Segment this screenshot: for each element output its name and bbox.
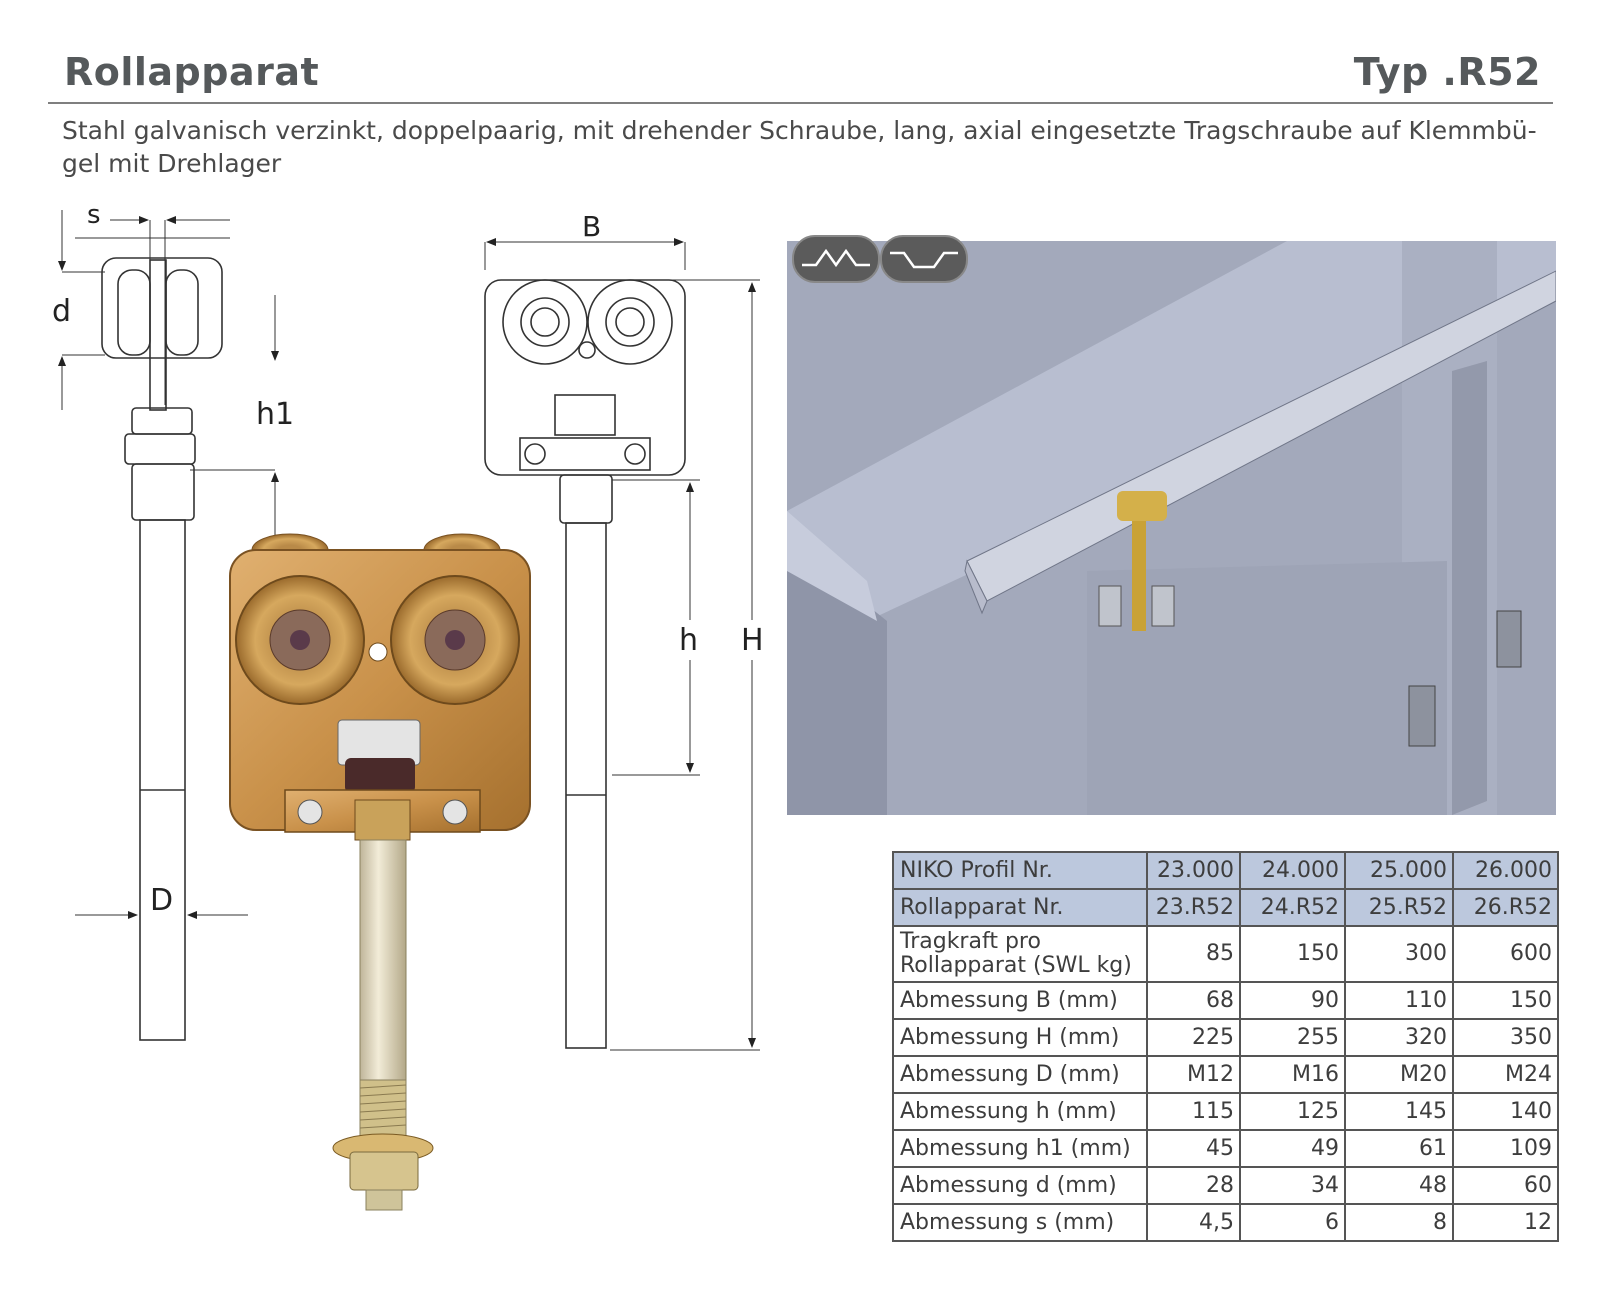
- row-label-line: Rollapparat (SWL kg): [900, 953, 1132, 978]
- table-cell: 24.R52: [1239, 888, 1346, 927]
- description-line-2: gel mit Drehlager: [62, 149, 282, 178]
- table-cell: 350: [1452, 1018, 1559, 1057]
- profile-shape-a-icon: [792, 235, 880, 283]
- dimension-label-h1: h1: [256, 397, 294, 432]
- table-cell: 23.R52: [1146, 888, 1241, 927]
- header: Rollapparat Typ .R52: [48, 40, 1553, 104]
- table-cell: 320: [1344, 1018, 1454, 1057]
- table-cell: 25.000: [1344, 851, 1454, 890]
- row-label: NIKO Profil Nr.: [892, 851, 1148, 890]
- table-cell: 115: [1146, 1092, 1241, 1131]
- profile-icons: [792, 235, 968, 283]
- table-cell: 23.000: [1146, 851, 1241, 890]
- table-cell: 110: [1344, 981, 1454, 1020]
- table-cell: 26.000: [1452, 851, 1559, 890]
- table-cell: 150: [1452, 981, 1559, 1020]
- table-cell: M20: [1344, 1055, 1454, 1094]
- dimension-label-H: H: [741, 623, 764, 658]
- table-cell: 49: [1239, 1129, 1346, 1168]
- dimension-label-B: B: [582, 210, 601, 243]
- table-cell: M16: [1239, 1055, 1346, 1094]
- table-cell: 12: [1452, 1203, 1559, 1242]
- description: Stahl galvanisch verzinkt, doppelpaarig,…: [62, 114, 1552, 180]
- table-cell: 255: [1239, 1018, 1346, 1057]
- table-cell: 61: [1344, 1129, 1454, 1168]
- table-cell: 4,5: [1146, 1203, 1241, 1242]
- technical-drawings: s d h1 D B h H: [52, 200, 764, 1211]
- dimension-label-s: s: [87, 200, 101, 230]
- table-cell: 109: [1452, 1129, 1559, 1168]
- table-cell: 145: [1344, 1092, 1454, 1131]
- table-cell: 150: [1239, 925, 1346, 983]
- table-cell: 140: [1452, 1092, 1559, 1131]
- table-cell: 300: [1344, 925, 1454, 983]
- table-cell: 125: [1239, 1092, 1346, 1131]
- table-cell: 24.000: [1239, 851, 1346, 890]
- table-cell: 85: [1146, 925, 1241, 983]
- table-cell: M12: [1146, 1055, 1241, 1094]
- product-photo: [229, 533, 531, 1211]
- row-label: Abmessung H (mm): [892, 1018, 1148, 1057]
- table-cell: 225: [1146, 1018, 1241, 1057]
- installation-illustration: [787, 241, 1556, 815]
- table-cell: 90: [1239, 981, 1346, 1020]
- row-label: Rollapparat Nr.: [892, 888, 1148, 927]
- dimension-label-D: D: [150, 883, 173, 918]
- row-label: Abmessung s (mm): [892, 1203, 1148, 1242]
- page-title: Rollapparat: [64, 50, 320, 94]
- table-cell: 8: [1344, 1203, 1454, 1242]
- dimension-label-d: d: [52, 294, 71, 329]
- table-cell: 26.R52: [1452, 888, 1559, 927]
- front-view-drawing: [484, 238, 760, 1051]
- dimension-label-h: h: [679, 623, 698, 658]
- table-cell: 600: [1452, 925, 1559, 983]
- table-cell: 48: [1344, 1166, 1454, 1205]
- description-line-1: Stahl galvanisch verzinkt, doppelpaarig,…: [62, 116, 1537, 145]
- row-label: Abmessung B (mm): [892, 981, 1148, 1020]
- row-label: Abmessung d (mm): [892, 1166, 1148, 1205]
- row-label: Abmessung D (mm): [892, 1055, 1148, 1094]
- profile-shape-b-icon: [880, 235, 968, 283]
- table-cell: 6: [1239, 1203, 1346, 1242]
- table-cell: 34: [1239, 1166, 1346, 1205]
- table-cell: 28: [1146, 1166, 1241, 1205]
- table-cell: 68: [1146, 981, 1241, 1020]
- row-label-line: Tragkraft pro: [900, 929, 1041, 954]
- type-label: Typ .R52: [1353, 50, 1541, 94]
- side-view-drawing: [58, 210, 279, 1041]
- row-label: Abmessung h1 (mm): [892, 1129, 1148, 1168]
- table-cell: 25.R52: [1344, 888, 1454, 927]
- table-cell: 45: [1146, 1129, 1241, 1168]
- table-cell: 60: [1452, 1166, 1559, 1205]
- table-cell: M24: [1452, 1055, 1559, 1094]
- row-label: Abmessung h (mm): [892, 1092, 1148, 1131]
